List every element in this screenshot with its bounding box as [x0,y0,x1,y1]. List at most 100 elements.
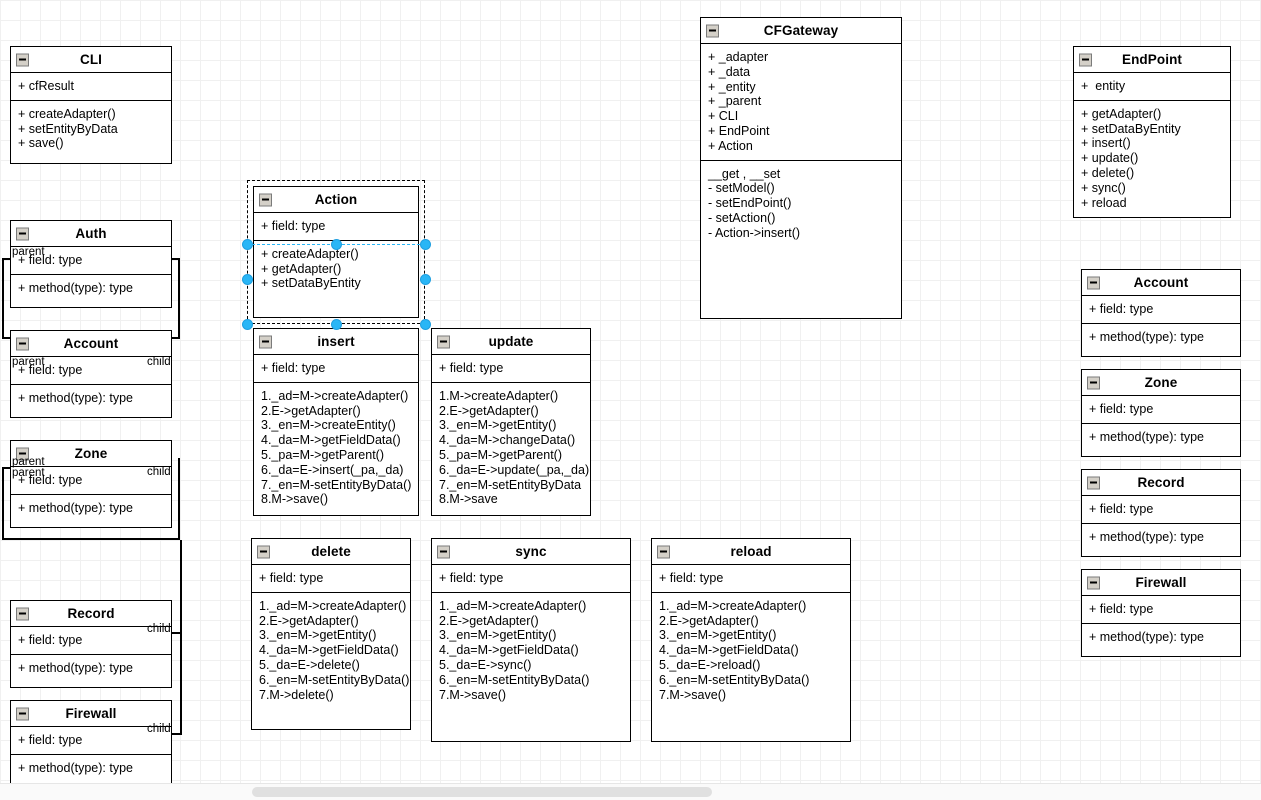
class-header-firewall-right[interactable]: Firewall [1082,570,1240,596]
collapse-minus-icon[interactable] [1087,576,1100,589]
methods-compartment-endpoint[interactable]: + getAdapter()+ setDataByEntity+ insert(… [1074,101,1230,217]
connector-zone-left-v[interactable] [2,467,4,539]
uml-class-auth[interactable]: Auth+ field: type+ method(type): type [10,220,172,308]
uml-class-account-right[interactable]: Account+ field: type+ method(type): type [1081,269,1241,357]
uml-class-endpoint[interactable]: EndPoint+ entity+ getAdapter()+ setDataB… [1073,46,1231,218]
connector-zone-left-h2[interactable] [2,538,180,540]
class-header-endpoint[interactable]: EndPoint [1074,47,1230,73]
class-header-cfgateway[interactable]: CFGateway [701,18,901,44]
class-header-delete[interactable]: delete [252,539,410,565]
connector-firewall-child-h[interactable] [172,733,182,735]
uml-class-record-right[interactable]: Record+ field: type+ method(type): type [1081,469,1241,557]
attributes-compartment-endpoint[interactable]: + entity [1074,73,1230,101]
resize-handle-ne[interactable] [419,238,431,250]
collapse-minus-icon[interactable] [1087,476,1100,489]
uml-class-firewall-right[interactable]: Firewall+ field: type+ method(type): typ… [1081,569,1241,657]
collapse-minus-icon[interactable] [437,545,450,558]
class-header-firewall-left[interactable]: Firewall [11,701,171,727]
attributes-compartment-cli[interactable]: + cfResult [11,73,171,101]
attributes-compartment-record-right[interactable]: + field: type [1082,496,1240,524]
attributes-compartment-sync[interactable]: + field: type [432,565,630,593]
role-label-auth-parent[interactable]: parent [12,246,45,258]
connector-account-right-v[interactable] [178,258,180,338]
attributes-compartment-account-right[interactable]: + field: type [1082,296,1240,324]
connector-record-child-v[interactable] [180,540,182,735]
collapse-minus-icon[interactable] [259,335,272,348]
role-label-account-parent[interactable]: parent [12,356,45,368]
methods-compartment-firewall-left[interactable]: + method(type): type [11,755,171,782]
collapse-minus-icon[interactable] [16,707,29,720]
methods-compartment-record-left[interactable]: + method(type): type [11,655,171,682]
collapse-minus-icon[interactable] [16,337,29,350]
connector-auth-to-account[interactable] [2,258,4,338]
methods-compartment-reload[interactable]: 1._ad=M->createAdapter()2.E->getAdapter(… [652,593,850,709]
methods-compartment-zone-left[interactable]: + method(type): type [11,495,171,522]
class-header-record-left[interactable]: Record [11,601,171,627]
class-header-record-right[interactable]: Record [1082,470,1240,496]
class-header-action[interactable]: Action [254,187,418,213]
class-header-zone-right[interactable]: Zone [1082,370,1240,396]
role-label-zone-child[interactable]: child [147,466,171,478]
collapse-minus-icon[interactable] [706,24,719,37]
methods-compartment-insert[interactable]: 1._ad=M->createAdapter()2.E->getAdapter(… [254,383,418,513]
uml-class-action[interactable]: Action+ field: type+ createAdapter()+ ge… [253,186,419,318]
resize-handle-nw[interactable] [241,238,253,250]
attributes-compartment-delete[interactable]: + field: type [252,565,410,593]
collapse-minus-icon[interactable] [1087,376,1100,389]
attributes-compartment-update[interactable]: + field: type [432,355,590,383]
uml-class-cfgateway[interactable]: CFGateway+ _adapter+ _data+ _entity+ _pa… [700,17,902,319]
resize-handle-se[interactable] [419,318,431,330]
methods-compartment-record-right[interactable]: + method(type): type [1082,524,1240,551]
methods-compartment-delete[interactable]: 1._ad=M->createAdapter()2.E->getAdapter(… [252,593,410,709]
uml-class-zone-left[interactable]: Zone+ field: type+ method(type): type [10,440,172,528]
methods-compartment-sync[interactable]: 1._ad=M->createAdapter()2.E->getAdapter(… [432,593,630,709]
resize-handle-e[interactable] [419,273,431,285]
methods-compartment-zone-right[interactable]: + method(type): type [1082,424,1240,451]
collapse-minus-icon[interactable] [16,227,29,240]
methods-compartment-account-right[interactable]: + method(type): type [1082,324,1240,351]
role-label-account-child[interactable]: child [147,356,171,368]
attributes-compartment-reload[interactable]: + field: type [652,565,850,593]
uml-class-firewall-left[interactable]: Firewall+ field: type+ method(type): typ… [10,700,172,788]
collapse-minus-icon[interactable] [1087,276,1100,289]
connector-record-child-h[interactable] [172,632,182,634]
attributes-compartment-firewall-left[interactable]: + field: type [11,727,171,755]
methods-compartment-cli[interactable]: + createAdapter()+ setEntityByData+ save… [11,101,171,157]
uml-class-account-left[interactable]: Account+ field: type+ method(type): type [10,330,172,418]
resize-handle-w[interactable] [241,273,253,285]
attributes-compartment-zone-left[interactable]: + field: type [11,467,171,495]
horizontal-scrollbar-thumb[interactable] [252,787,712,797]
attributes-compartment-cfgateway[interactable]: + _adapter+ _data+ _entity+ _parent+ CLI… [701,44,901,161]
attributes-compartment-record-left[interactable]: + field: type [11,627,171,655]
methods-compartment-cfgateway[interactable]: __get , __set- setModel()- setEndPoint()… [701,161,901,247]
collapse-minus-icon[interactable] [257,545,270,558]
class-header-auth[interactable]: Auth [11,221,171,247]
class-header-zone-left[interactable]: Zone [11,441,171,467]
role-label-firewall-child[interactable]: child [147,723,171,735]
resize-handle-sw[interactable] [241,318,253,330]
role-label-record-child[interactable]: child [147,623,171,635]
uml-class-record-left[interactable]: Record+ field: type+ method(type): type [10,600,172,688]
class-header-update[interactable]: update [432,329,590,355]
role-label-zone-parent-2[interactable]: parent [12,467,45,479]
resize-handle-s[interactable] [330,318,342,330]
role-label-zone-parent-1[interactable]: parent [12,456,45,468]
collapse-minus-icon[interactable] [1079,53,1092,66]
class-header-cli[interactable]: CLI [11,47,171,73]
horizontal-scrollbar[interactable] [0,783,1261,800]
class-header-insert[interactable]: insert [254,329,418,355]
class-header-account-right[interactable]: Account [1082,270,1240,296]
resize-handle-n[interactable] [330,238,342,250]
attributes-compartment-auth[interactable]: + field: type [11,247,171,275]
class-header-account-left[interactable]: Account [11,331,171,357]
methods-compartment-auth[interactable]: + method(type): type [11,275,171,302]
methods-compartment-firewall-right[interactable]: + method(type): type [1082,624,1240,651]
collapse-minus-icon[interactable] [16,607,29,620]
class-header-sync[interactable]: sync [432,539,630,565]
collapse-minus-icon[interactable] [437,335,450,348]
